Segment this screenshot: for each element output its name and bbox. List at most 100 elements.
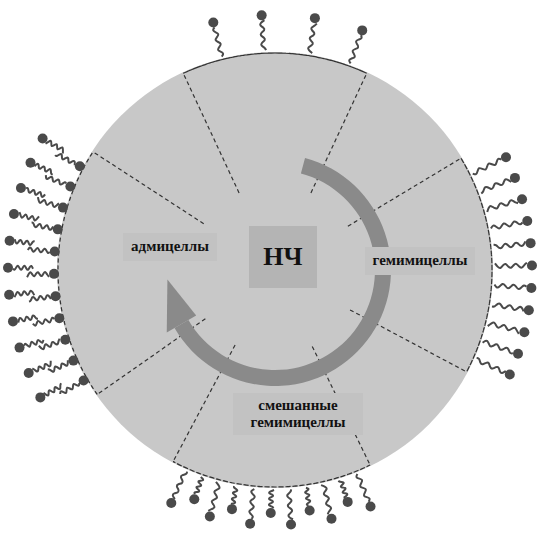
surfactant-tail <box>28 247 50 252</box>
surfactant-tail <box>173 472 187 499</box>
surfactant-head <box>24 368 34 378</box>
surfactant-tail <box>483 341 513 354</box>
surfactant-tail <box>481 179 511 193</box>
surfactant-tail <box>208 482 219 511</box>
surfactant-head <box>357 25 367 35</box>
surfactant-tail <box>487 200 518 212</box>
surfactant-head <box>310 13 320 23</box>
nanoparticle-circle <box>57 52 493 488</box>
sector-arc <box>58 152 97 395</box>
surfactant-head <box>166 498 176 508</box>
surfactant-tail <box>305 488 310 506</box>
surfactant-head <box>513 349 523 359</box>
surfactant-head <box>9 209 19 219</box>
surfactant-tail <box>491 221 522 228</box>
surfactant-head <box>522 216 532 226</box>
surfactant-tail <box>338 481 347 498</box>
surfactant-head <box>526 238 536 248</box>
surfactant-tail <box>488 322 519 333</box>
surfactant-head <box>26 158 36 168</box>
surfactant-tail <box>24 340 43 347</box>
surfactant-head <box>245 519 255 529</box>
surfactant-head <box>527 261 537 271</box>
surfactant-head <box>343 497 353 507</box>
surfactant-tail <box>26 188 45 197</box>
surfactant-tail <box>29 295 51 301</box>
surfactant-tail <box>45 141 62 154</box>
surfactant-head <box>526 283 536 293</box>
surfactant-head <box>286 519 296 529</box>
surfactant-head <box>5 236 15 246</box>
surfactant-head <box>257 10 267 20</box>
surfactant-head <box>510 173 520 183</box>
surfactant-tail <box>349 35 361 63</box>
surfactant-head <box>16 183 26 193</box>
surfactant-head <box>68 356 78 366</box>
label-text: НЧ <box>263 242 302 272</box>
surfactant-tail <box>492 304 524 312</box>
surfactant-tail <box>213 27 223 56</box>
surfactant-head <box>305 506 315 516</box>
surfactant-tail <box>249 489 254 519</box>
surfactant-head <box>51 291 61 301</box>
surfactant-head <box>15 343 25 353</box>
surfactant-head <box>266 508 276 518</box>
surfactant-head <box>519 327 529 337</box>
surfactant-head <box>79 376 89 386</box>
surfactant-tail <box>14 291 34 297</box>
surfactant-head <box>205 512 215 522</box>
label-box: смешанные гемимицеллы <box>233 393 363 436</box>
surfactant-tail <box>18 315 38 322</box>
label-box: адмицеллы <box>123 233 217 260</box>
surfactant-tail <box>495 284 527 289</box>
label-box: гемимицеллы <box>365 247 476 274</box>
surfactant-tail <box>39 339 60 349</box>
surfactant-head <box>58 203 68 213</box>
surfactant-tail <box>15 239 35 245</box>
surfactant-head <box>524 305 534 315</box>
label-box: НЧ <box>249 226 316 288</box>
surfactant-head <box>505 370 515 380</box>
surfactant-tail <box>260 20 266 50</box>
sector-border <box>183 72 239 193</box>
surfactant-head <box>35 392 45 402</box>
cycle-arrowhead <box>167 279 196 332</box>
label-text: адмицеллы <box>131 238 209 255</box>
surfactant-head <box>3 263 13 273</box>
surfactant-tail <box>473 159 502 175</box>
surfactant-tail <box>19 212 39 220</box>
surfactant-tail <box>32 222 54 229</box>
surfactant-head <box>8 316 18 326</box>
surfactant-head <box>366 501 376 511</box>
surfactant-head <box>49 269 59 279</box>
surfactant-tail <box>32 361 50 372</box>
surfactant-tail <box>495 263 527 268</box>
surfactant-head <box>208 18 218 28</box>
surfactant-tail <box>477 358 506 373</box>
surfactant-tail <box>46 175 66 184</box>
surfactant-tail <box>38 197 59 207</box>
sector-border <box>92 151 204 223</box>
surfactant-head <box>60 335 70 345</box>
surfactant-tail <box>269 490 274 508</box>
surfactant-head <box>50 247 60 257</box>
surfactant-tail <box>321 485 331 514</box>
surfactant-tail <box>308 24 317 54</box>
surfactant-head <box>53 224 63 234</box>
surfactant-tail <box>287 489 293 519</box>
surfactant-tail <box>231 486 237 504</box>
surfactant-tail <box>356 474 369 502</box>
surfactant-tail <box>55 154 75 165</box>
surfactant-tail <box>494 241 526 248</box>
surfactant-tail <box>34 164 52 175</box>
surfactant-tail <box>27 272 49 277</box>
surfactant-head <box>75 161 85 171</box>
surfactant-tail <box>194 477 203 494</box>
surfactant-tail <box>13 266 33 270</box>
surfactant-head <box>65 181 75 191</box>
surfactant-tail <box>44 383 62 395</box>
surfactant-head <box>326 514 336 524</box>
surfactant-head <box>54 313 64 323</box>
cycle-arrow <box>175 158 391 386</box>
